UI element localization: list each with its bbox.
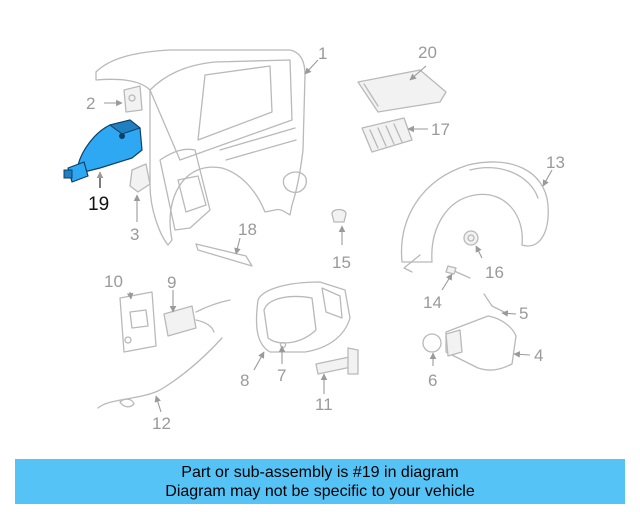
callout-14: 14	[423, 293, 442, 312]
callout-3: 3	[130, 225, 139, 244]
callout-9: 9	[167, 273, 176, 292]
leader-lines	[96, 59, 553, 413]
part-9-actuator	[163, 299, 231, 337]
part-1-quarter-panel	[95, 49, 307, 246]
part-12-cable	[97, 337, 223, 409]
callout-5: 5	[519, 304, 528, 323]
banner-line-disclaimer: Diagram may not be specific to your vehi…	[165, 482, 475, 500]
callout-18: 18	[238, 220, 257, 239]
callout-1: 1	[318, 44, 327, 63]
part-20-pad	[357, 69, 447, 113]
callout-8: 8	[240, 371, 249, 390]
callout-17: 17	[431, 120, 450, 139]
part-8-housing	[255, 281, 351, 353]
part-15-grommet	[331, 208, 347, 223]
callout-10: 10	[104, 272, 123, 291]
part-2-bracket	[123, 85, 143, 113]
part-4-fuel-door	[445, 315, 517, 371]
callout-7: 7	[277, 366, 286, 385]
callout-4: 4	[534, 346, 543, 365]
callout-2: 2	[86, 94, 95, 113]
part-3-clip	[129, 163, 151, 193]
part-16-nut	[463, 230, 479, 246]
callout-11: 11	[315, 395, 333, 414]
callout-16: 16	[485, 263, 504, 282]
part-10-bracket-plate	[119, 291, 157, 353]
callouts: 1 2 3 4 5 6 7 8 9 10 11 12 13 14 15 16 1…	[86, 43, 565, 433]
part-17-vent	[361, 117, 413, 153]
callout-13: 13	[546, 153, 565, 172]
part-6-cap	[422, 333, 442, 353]
callout-19: 19	[88, 194, 109, 215]
part-11-hinge	[315, 347, 359, 375]
callout-12: 12	[152, 414, 171, 433]
callout-6: 6	[428, 371, 437, 390]
part-13-fender-liner	[400, 161, 549, 273]
part-18-strip	[195, 243, 253, 267]
callout-15: 15	[332, 253, 351, 272]
part-info-banner: Part or sub-assembly is #19 in diagram D…	[15, 459, 625, 504]
callout-20: 20	[418, 43, 437, 62]
parts-diagram: 1 2 3 4 5 6 7 8 9 10 11 12 13 14 15 16 1…	[63, 43, 565, 433]
part-14-screw	[445, 265, 471, 279]
part-5-rod	[483, 293, 505, 313]
part-19-highlighted	[63, 119, 143, 183]
banner-line-part: Part or sub-assembly is #19 in diagram	[181, 463, 459, 481]
